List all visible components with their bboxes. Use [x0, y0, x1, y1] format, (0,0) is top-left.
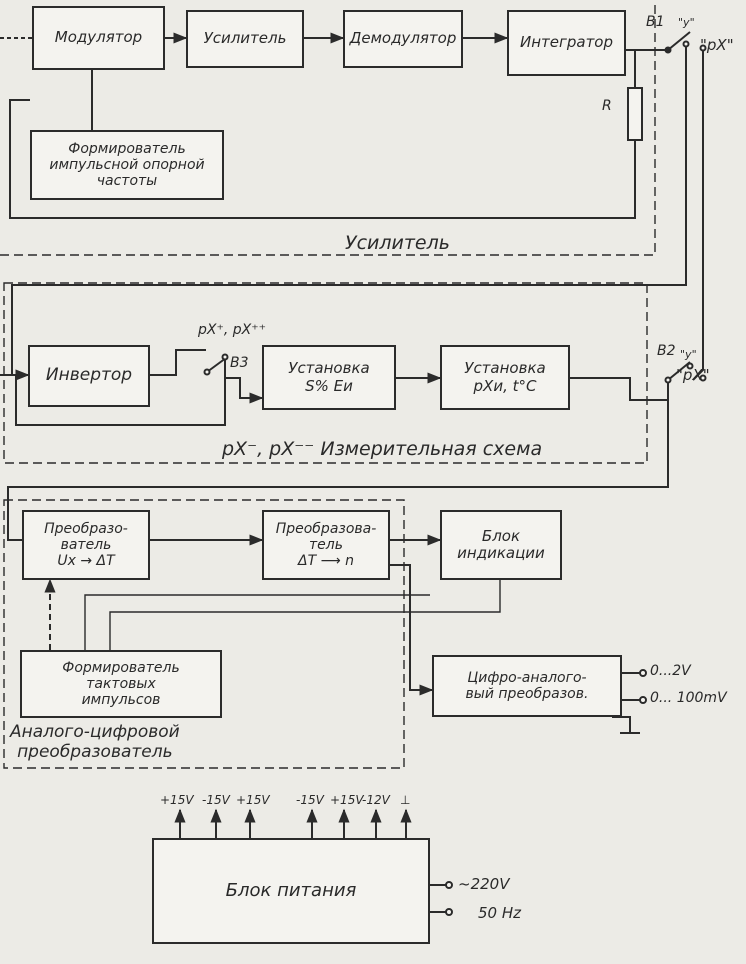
- setting-px-block: Установка pXи, t°C: [440, 345, 570, 410]
- setting-s-block: Установка S% Eи: [262, 345, 396, 410]
- voltage-label-1: +15V: [160, 793, 194, 807]
- adc-section-label: Аналого-цифровой преобразователь: [10, 722, 180, 762]
- measuring-boundary: [3, 282, 648, 464]
- switch-b1-label: B1: [646, 14, 665, 30]
- switch-b2-label: B2: [657, 343, 676, 359]
- indicator-block: Блок индикации: [440, 510, 562, 580]
- mains-50hz-label: 50 Hz: [478, 904, 522, 922]
- dac-block: Цифро-аналого- вый преобразов.: [432, 655, 622, 717]
- inverter-block: Инвертор: [28, 345, 150, 407]
- switch-b3-positions: pX⁺, pX⁺⁺: [198, 322, 267, 338]
- converter-ux-block: Преобразо- ватель Ux → ΔT: [22, 510, 150, 580]
- switch-b2-pos-px: "pX": [676, 366, 710, 384]
- voltage-label-6: -12V: [362, 793, 390, 807]
- mains-220v-label: ~220V: [458, 875, 510, 893]
- switch-b1-blade: [667, 31, 691, 51]
- clock-former-block: Формирователь тактовых импульсов: [20, 650, 222, 718]
- voltage-label-5: +15V: [330, 793, 364, 807]
- switch-b2-pos-y: "y": [680, 348, 697, 361]
- modulator-block: Модулятор: [32, 6, 165, 70]
- voltage-label-4: -15V: [296, 793, 324, 807]
- amplifier-block: Усилитель: [186, 10, 304, 68]
- voltage-label-3: +15V: [236, 793, 270, 807]
- integrator-block: Интегратор: [507, 10, 626, 76]
- voltage-label-7: ⊥: [400, 793, 411, 807]
- converter-dt-block: Преобразова- тель ΔT ⟶ n: [262, 510, 390, 580]
- adc-boundary: [3, 499, 405, 769]
- voltage-label-2: -15V: [202, 793, 230, 807]
- resistor: [627, 87, 643, 141]
- amplifier-boundary: [0, 0, 656, 256]
- switch-b1-pos-y: "y": [678, 16, 695, 29]
- reference-former-block: Формирователь импульсной опорной частоты: [30, 130, 224, 200]
- output-100mv-label: 0... 100mV: [650, 690, 727, 706]
- measuring-section-label: pX⁻, pX⁻⁻ Измерительная схема: [222, 438, 543, 460]
- switch-b3-label: B3: [230, 355, 249, 371]
- switch-b1-pos-px: "pX": [700, 36, 734, 54]
- power-supply-block: Блок питания: [152, 838, 430, 944]
- amplifier-section-label: Усилитель: [345, 232, 450, 254]
- demodulator-block: Демодулятор: [343, 10, 463, 68]
- switch-b2-blade: [667, 361, 691, 381]
- switch-b3-blade: [206, 357, 227, 373]
- resistor-label: R: [602, 98, 612, 114]
- output-2v-label: 0...2V: [650, 663, 691, 679]
